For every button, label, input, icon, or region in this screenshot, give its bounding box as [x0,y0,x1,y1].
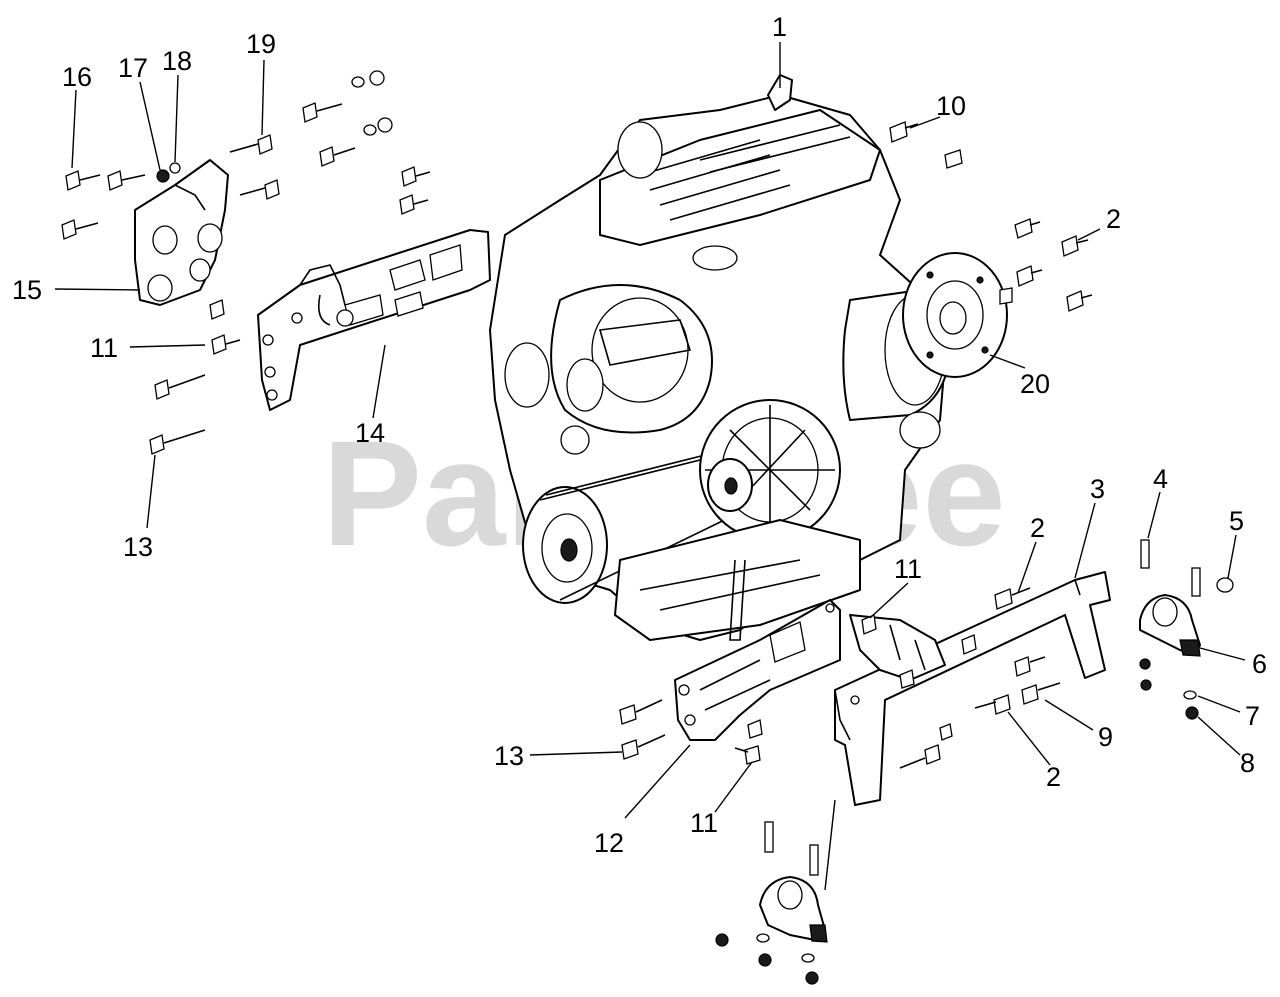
callout-13: 13 [494,741,524,771]
bolt-set-2-upper[interactable] [889,121,1093,312]
flywheel-adapter-20[interactable] [902,252,1013,378]
callout-10: 10 [936,91,966,121]
callout-16: 16 [62,62,92,92]
callout-7: 7 [1245,701,1260,731]
engine-mount-bracket-15[interactable] [134,159,229,306]
callout-20: 20 [1020,369,1050,399]
callout-8: 8 [1240,748,1255,778]
callout-2: 2 [1106,204,1121,234]
support-bracket[interactable] [849,614,946,681]
callout-9: 9 [1098,722,1113,752]
callout-13: 13 [123,532,153,562]
callout-11: 11 [894,554,922,584]
callout-labels: 1 2 2 2 3 4 5 6 7 8 9 10 11 11 11 12 13 … [12,12,1267,858]
callout-15: 15 [12,275,42,305]
callout-18: 18 [162,46,192,76]
bolt-set-left[interactable] [61,70,431,455]
isolator-mount-6-lower[interactable] [715,876,828,985]
engine-assembly[interactable] [489,74,951,641]
callout-4: 4 [1153,464,1168,494]
mount-rail-3[interactable] [834,571,1111,806]
callout-19: 19 [246,29,276,59]
callout-2: 2 [1046,762,1061,792]
callout-14: 14 [355,418,385,448]
leader-lines [54,42,1246,891]
engine-mount-12[interactable] [674,599,841,741]
isolator-mount-6-upper[interactable] [1139,594,1201,720]
callout-17: 17 [118,53,148,83]
callout-11: 11 [690,808,718,838]
engine-bracket-14[interactable] [257,229,491,411]
callout-2: 2 [1030,513,1045,543]
callout-6: 6 [1252,649,1267,679]
callout-12: 12 [594,828,624,858]
bolt-set-lower[interactable] [619,539,1234,876]
callout-1: 1 [772,12,787,42]
callout-3: 3 [1090,474,1105,504]
callout-5: 5 [1229,506,1244,536]
callout-11: 11 [90,333,118,363]
